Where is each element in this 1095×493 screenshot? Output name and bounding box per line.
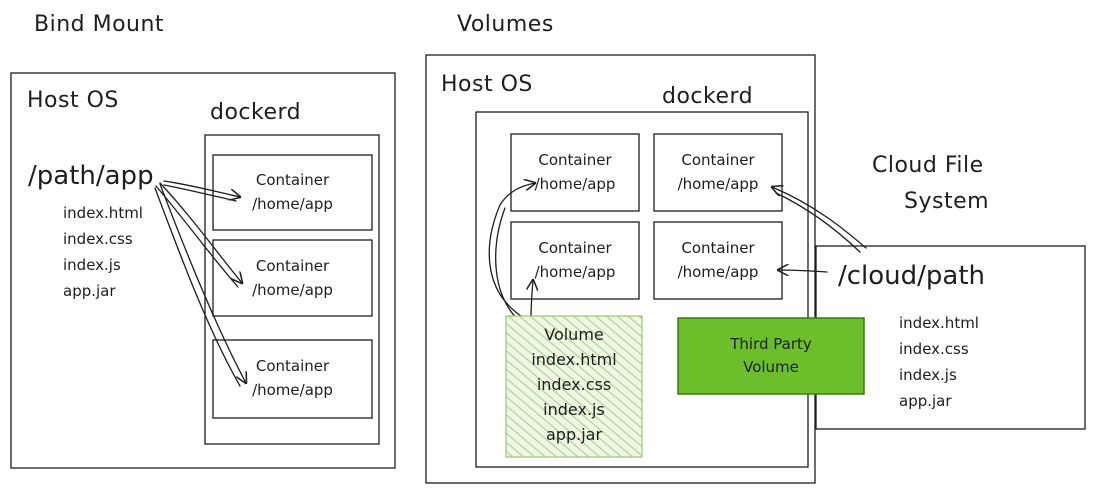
bind-arrow	[159, 183, 246, 383]
file-name: index.js	[63, 256, 121, 274]
volume-line: Volume	[544, 325, 604, 344]
cloud-arrow	[778, 270, 828, 272]
third-party-volume-box	[677, 317, 865, 395]
bind-container-box	[212, 154, 373, 231]
bind-arrow	[163, 184, 237, 202]
container-path: /home/app	[252, 195, 333, 213]
file-name: index.js	[899, 366, 957, 384]
volume-line: index.html	[531, 350, 617, 369]
volumes-dockerd-label: dockerd	[662, 84, 754, 109]
cloud-fs-title-line2: System	[904, 189, 990, 214]
volumes-container-label: Container /home/app	[511, 236, 639, 284]
volumes-host-os-box	[425, 54, 816, 484]
container-path: /home/app	[252, 281, 333, 299]
bind-path-label: /path/app	[28, 161, 154, 191]
file-name: index.css	[63, 230, 133, 248]
volumes-dockerd-box	[475, 111, 809, 468]
bind-dockerd-label: dockerd	[210, 100, 302, 125]
bind-container-label: Container /home/app	[213, 354, 372, 402]
bind-host-os-label: Host OS	[27, 88, 119, 113]
volume-line: index.js	[543, 400, 605, 419]
volume-line: app.jar	[545, 425, 603, 444]
container-path: /home/app	[677, 263, 759, 281]
cloud-arrow	[775, 192, 861, 253]
container-name: Container	[681, 151, 755, 169]
bind-dockerd-box	[204, 134, 380, 445]
bind-container-label: Container /home/app	[213, 254, 372, 302]
volumes-container-box	[510, 133, 640, 212]
bind-file-list: index.html index.css index.js app.jar	[63, 200, 143, 304]
cloud-arrow	[772, 187, 867, 249]
volume-label: Volume index.html index.css index.js app…	[506, 322, 642, 447]
file-name: index.html	[899, 314, 979, 332]
bind-container-label: Container /home/app	[213, 168, 372, 216]
volumes-container-box	[510, 221, 640, 300]
cloud-path-label: /cloud/path	[838, 261, 986, 291]
volume-arrow	[495, 207, 520, 322]
container-path: /home/app	[677, 175, 759, 193]
volume-arrow	[488, 183, 535, 319]
bind-container-box	[212, 239, 373, 317]
volumes-title: Volumes	[457, 12, 554, 37]
volume-box	[505, 315, 643, 458]
volumes-container-label: Container /home/app	[654, 148, 782, 196]
bind-mount-title: Bind Mount	[34, 12, 165, 37]
container-name: Container	[538, 151, 612, 169]
container-path: /home/app	[534, 175, 616, 193]
file-name: index.html	[63, 204, 143, 222]
bind-host-os-box	[10, 72, 396, 469]
bind-arrow	[159, 182, 242, 283]
file-name: app.jar	[899, 392, 952, 410]
container-name: Container	[255, 171, 330, 189]
volumes-container-label: Container /home/app	[654, 236, 782, 284]
bind-container-box	[212, 339, 373, 419]
bind-arrow	[163, 180, 240, 197]
third-party-line: Third Party	[730, 335, 812, 353]
file-name: index.css	[899, 340, 969, 358]
file-name: app.jar	[63, 282, 116, 300]
container-name: Container	[681, 239, 755, 257]
volumes-container-box	[653, 221, 783, 300]
volumes-container-box	[653, 133, 783, 212]
container-name: Container	[255, 357, 330, 375]
third-party-line: Volume	[743, 358, 799, 376]
container-path: /home/app	[534, 263, 616, 281]
cloud-file-list: index.html index.css index.js app.jar	[899, 310, 979, 414]
container-name: Container	[538, 239, 612, 257]
cloud-fs-title-line1: Cloud File	[872, 153, 984, 178]
volumes-host-os-label: Host OS	[441, 72, 533, 97]
container-name: Container	[255, 257, 330, 275]
bind-arrow	[154, 187, 241, 387]
volumes-container-label: Container /home/app	[511, 148, 639, 196]
third-party-volume-label: Third Party Volume	[678, 333, 864, 379]
volume-line: index.css	[536, 375, 612, 394]
container-path: /home/app	[252, 381, 333, 399]
